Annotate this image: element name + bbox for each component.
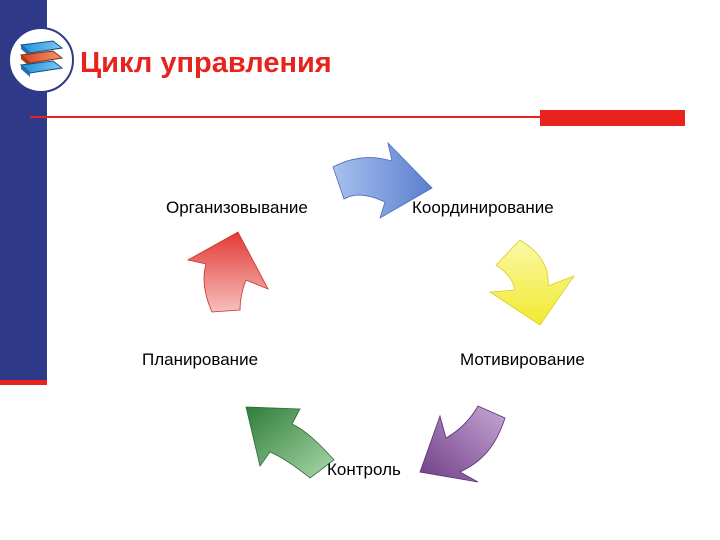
stage-label-organizing: Организовывание [166,198,308,217]
logo [8,27,74,93]
title-divider [30,116,542,118]
stage-label-coordinating: Координирование [412,198,554,217]
stacked-books-icon [19,40,64,77]
cycle-arrow-red [186,231,269,313]
stage-label-planning: Планирование [142,350,259,369]
stage-label-control: Контроль [327,460,401,479]
cycle-arrow-yellow [488,239,576,326]
divider-accent-block [540,110,685,126]
page-title: Цикл управления [80,47,332,79]
cycle-arrow-purple [419,405,506,483]
cycle-arrow-blue [332,141,433,219]
stage-label-motivating: Мотивирование [460,350,585,369]
cycle-arrow-green [245,406,335,479]
side-bar-accent [0,380,47,385]
